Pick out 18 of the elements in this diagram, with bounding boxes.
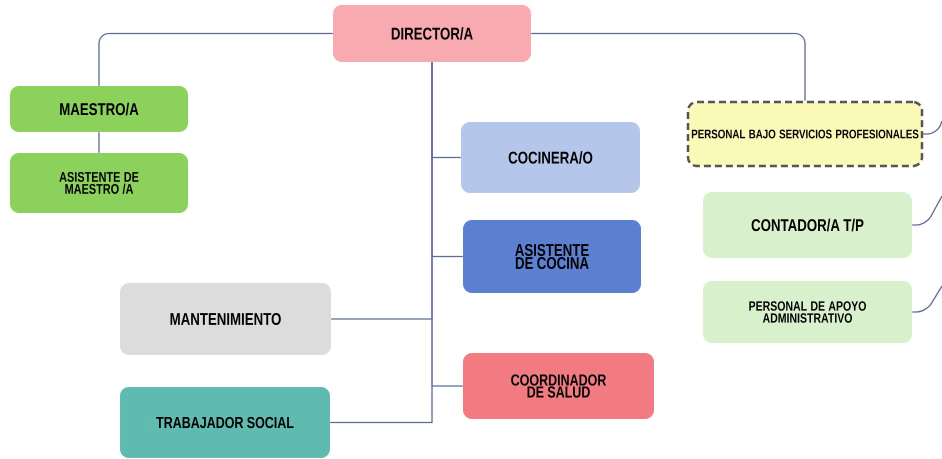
- connector-line: [912, 196, 942, 226]
- role-box: PERSONAL DE APOYO ADMINISTRATIVO: [703, 281, 912, 343]
- role-box: ASISTENTE DE COCINA: [463, 220, 641, 293]
- connector-line: [912, 286, 942, 313]
- role-box: DIRECTOR/A: [333, 5, 531, 62]
- role-box: MANTENIMIENTO: [120, 283, 331, 355]
- role-box: ASISTENTE DE MAESTRO /A: [10, 153, 188, 213]
- connector-line: [98, 32, 333, 86]
- connector-line: [923, 120, 942, 135]
- role-box: TRABAJADOR SOCIAL: [120, 387, 330, 458]
- role-box: COCINERA/O: [461, 122, 640, 193]
- role-box: CONTADOR/A T/P: [703, 192, 912, 258]
- role-box: MAESTRO/A: [10, 86, 188, 132]
- connector-line: [98, 132, 100, 153]
- role-box: COORDINADOR DE SALUD: [463, 353, 654, 419]
- dashed-role-box: PERSONAL BAJO SERVICIOS PROFESIONALES: [686, 100, 924, 168]
- connector-line: [531, 32, 806, 101]
- connector-line: [330, 62, 433, 424]
